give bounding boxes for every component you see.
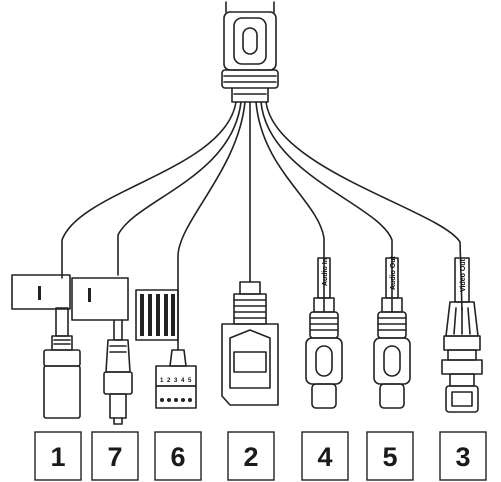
tag-7-print xyxy=(88,288,91,302)
connector-number-5: 5 xyxy=(382,442,397,472)
connector-2-network-plug xyxy=(221,281,279,406)
connector-5-audio-out xyxy=(373,257,411,409)
connector-number-4: 4 xyxy=(317,442,332,472)
terminal-pin-numbers: 1 2 3 4 5 xyxy=(160,378,192,384)
pin-label: 2 xyxy=(167,378,171,384)
label-box-6 xyxy=(154,431,202,481)
tag-4-text: Audio In xyxy=(322,258,329,286)
label-box-4 xyxy=(301,431,349,481)
connector-number-1: 1 xyxy=(50,442,65,472)
label-box-5 xyxy=(366,431,414,481)
label-box-3 xyxy=(439,431,487,481)
tag-3-text: Video Out xyxy=(460,258,467,292)
label-box-2 xyxy=(227,431,275,481)
connector-1-power-jack xyxy=(11,274,81,419)
connector-4-audio-in xyxy=(305,257,343,409)
tag-6-pinout-print xyxy=(140,294,175,336)
connector-number-3: 3 xyxy=(455,442,470,472)
label-box-1 xyxy=(34,431,82,481)
terminal-6-screws xyxy=(160,398,192,402)
connector-number-labels: 1 7 6 2 4 5 3 xyxy=(34,431,487,481)
label-box-7 xyxy=(91,431,139,481)
cable-bundle xyxy=(61,101,463,351)
connector-3-video-out xyxy=(441,257,483,413)
connector-7-dc-plug xyxy=(71,277,133,425)
connector-number-6: 6 xyxy=(170,442,185,472)
pin-label: 4 xyxy=(181,378,185,384)
pin-label: 5 xyxy=(188,378,192,384)
connector-6-terminal-block xyxy=(135,289,197,409)
tag-5-text: Audio Out xyxy=(390,256,397,290)
tag-1-print xyxy=(38,286,41,300)
main-cable-connector xyxy=(221,1,279,103)
pin-label: 1 xyxy=(160,378,164,384)
connector-number-7: 7 xyxy=(107,442,122,472)
pin-label: 3 xyxy=(174,378,178,384)
connector-number-2: 2 xyxy=(243,442,258,472)
